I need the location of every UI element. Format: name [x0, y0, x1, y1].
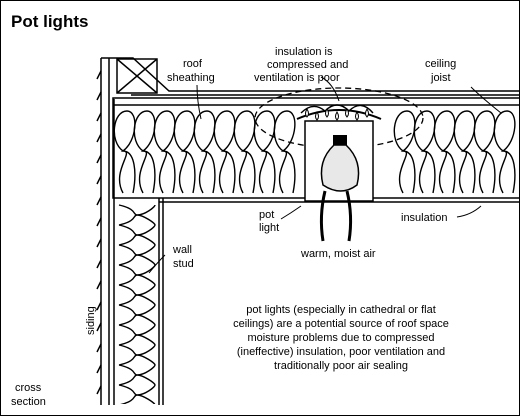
siding-tick: [96, 322, 102, 332]
droplet-icon: [305, 108, 309, 118]
siding-boards: [96, 70, 102, 395]
description-line-3: moisture problems due to compressed: [247, 332, 434, 344]
batt-loop: [213, 110, 236, 194]
wall-insulation: [118, 204, 156, 404]
pot-light-rim: [296, 109, 382, 120]
siding-tick: [96, 196, 102, 206]
droplet-icon: [355, 111, 359, 121]
droplet-icon: [345, 108, 349, 118]
wall-batt-loop: [118, 384, 156, 404]
label-insulation: insulation: [401, 212, 447, 224]
pot-light-fixture: [254, 87, 424, 242]
batt-loop: [493, 110, 516, 194]
label-joist-line2: joist: [430, 72, 451, 84]
description-line-4: (ineffective) insulation, poor ventilati…: [237, 346, 445, 358]
wall-batt-loop: [118, 204, 156, 226]
wall-batt-loop: [118, 284, 156, 306]
batt-loop: [153, 110, 176, 194]
batt-loop: [393, 110, 416, 194]
batt-loop: [113, 110, 136, 194]
siding-tick: [96, 70, 102, 80]
warm-air-stream-left: [319, 190, 327, 242]
bulb-icon: [320, 144, 360, 192]
siding-tick: [96, 364, 102, 374]
leader-lines: [148, 76, 502, 274]
description-line-2: ceilings) are a potential source of roof…: [233, 318, 449, 330]
siding-tick: [96, 91, 102, 101]
condensation-droplets: [305, 108, 369, 121]
batt-loop: [473, 110, 496, 194]
batt-loop: [453, 110, 476, 194]
label-insulation-problem-3: ventilation is poor: [254, 72, 340, 84]
siding-tick: [96, 301, 102, 311]
label-section: section: [11, 396, 46, 408]
label-light: light: [259, 222, 279, 234]
siding-tick: [96, 385, 102, 395]
wall-batt-loop: [118, 244, 156, 266]
wall-batt-loop: [118, 324, 156, 346]
droplet-icon: [315, 111, 319, 121]
siding-tick: [96, 175, 102, 185]
roof-edge: [101, 57, 519, 92]
batt-loop: [133, 110, 156, 194]
description-line-5: traditionally poor air sealing: [274, 360, 408, 372]
ceiling-insulation: [113, 110, 516, 194]
batt-loop: [413, 110, 436, 194]
warm-air-stream-right: [345, 190, 353, 242]
label-insulation-problem-2: compressed and: [267, 59, 348, 71]
batt-loop: [173, 110, 196, 194]
label-siding: siding: [85, 306, 97, 335]
siding-tick: [96, 154, 102, 164]
siding-tick: [96, 259, 102, 269]
description-line-1: pot lights (especially in cathedral or f…: [246, 304, 436, 316]
page-title: Pot lights: [11, 12, 88, 31]
label-roof-line1: roof: [183, 58, 203, 70]
label-sheathing-line2: sheathing: [167, 72, 215, 84]
siding-tick: [96, 112, 102, 122]
siding-tick: [96, 217, 102, 227]
wall-structure: [100, 58, 519, 405]
siding-tick: [96, 343, 102, 353]
wall-batt-loop: [118, 304, 156, 326]
siding-tick: [96, 133, 102, 143]
label-ceiling-line1: ceiling: [425, 58, 456, 70]
wall-batt-loop: [118, 344, 156, 366]
bulb-socket: [333, 135, 347, 145]
droplet-icon: [335, 111, 339, 121]
labels: roof sheathing insulation is compressed …: [11, 46, 456, 408]
batt-loop: [233, 110, 256, 194]
wall-batt-loop: [118, 364, 156, 386]
label-wall: wall: [172, 244, 192, 256]
wall-batt-loop: [118, 264, 156, 286]
label-stud: stud: [173, 258, 194, 270]
droplet-icon: [325, 108, 329, 118]
siding-tick: [96, 238, 102, 248]
batt-loop: [193, 110, 216, 194]
label-pot: pot: [259, 209, 274, 221]
batt-loop: [273, 110, 296, 194]
wall-batt-loop: [118, 224, 156, 246]
label-cross: cross: [15, 382, 42, 394]
fascia-block: [116, 58, 158, 94]
batt-loop: [253, 110, 276, 194]
description-text: pot lights (especially in cathedral or f…: [233, 304, 449, 372]
batt-loop: [433, 110, 456, 194]
label-warm-air: warm, moist air: [300, 248, 376, 260]
compressed-insulation: [300, 104, 374, 114]
siding-tick: [96, 280, 102, 290]
droplet-icon: [365, 108, 369, 118]
label-insulation-problem-1: insulation is: [275, 46, 333, 58]
